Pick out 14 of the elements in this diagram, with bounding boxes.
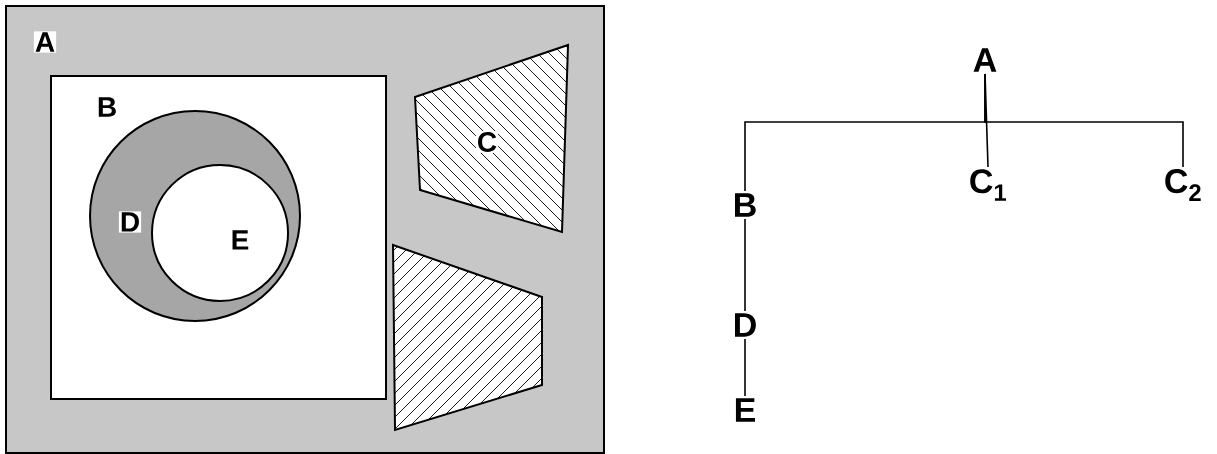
region-label: E xyxy=(229,229,251,251)
tree-label: C$_{1}$ xyxy=(970,169,1006,201)
tree-line xyxy=(744,218,746,312)
region-label: C xyxy=(475,131,499,153)
region-label: B xyxy=(95,96,119,118)
region-label: A xyxy=(33,31,57,53)
tree-label: D xyxy=(735,313,756,337)
region-label: D xyxy=(118,211,142,233)
tree-line xyxy=(744,338,746,397)
tree-line xyxy=(984,73,1184,168)
tree-label: B xyxy=(735,193,756,217)
tree-label: A xyxy=(973,48,997,72)
tree-label: C$_{2}$ xyxy=(1165,169,1201,201)
tree-label: E xyxy=(735,398,755,422)
